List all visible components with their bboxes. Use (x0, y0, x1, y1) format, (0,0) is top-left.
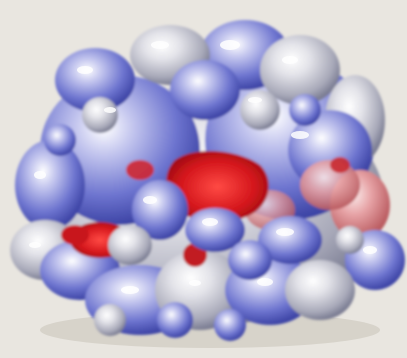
highlights (29, 40, 377, 294)
surface-blobs (10, 20, 405, 341)
